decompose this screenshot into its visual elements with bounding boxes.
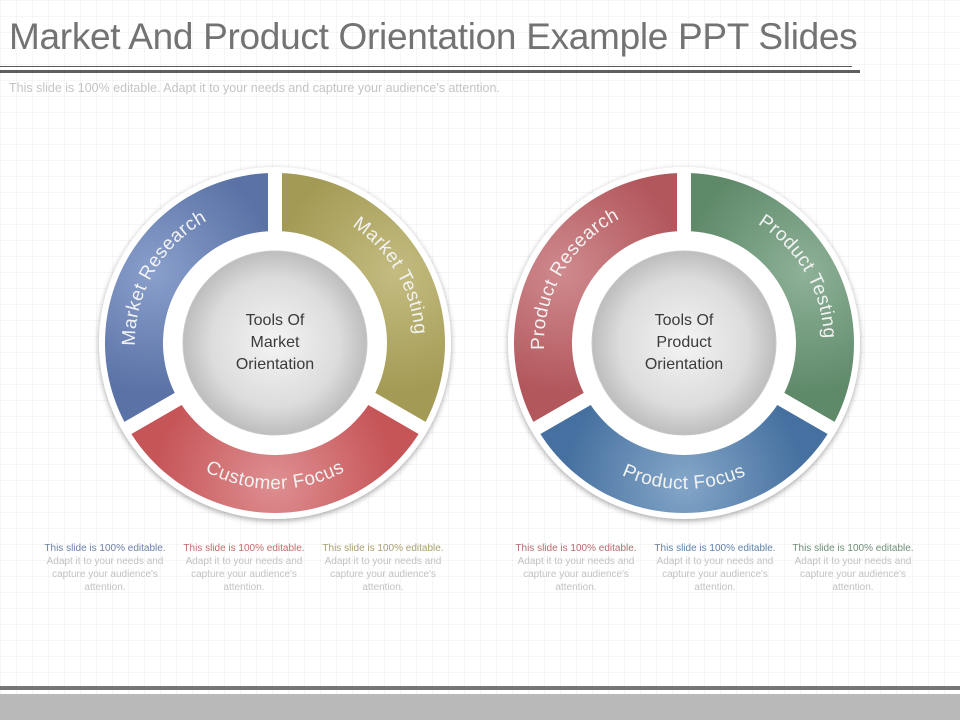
note-lead: This slide is 100% editable. — [183, 543, 305, 554]
center-line-1: Tools Of — [654, 312, 714, 329]
slide-title: Market And Product Orientation Example P… — [9, 16, 858, 57]
market-wheel-center-label: Tools Of Market Orientation — [185, 253, 365, 433]
segment-customer-focus — [131, 404, 419, 513]
note-product-focus: This slide is 100% editable. Adapt it to… — [654, 542, 776, 594]
center-line-3: Orientation — [235, 356, 315, 373]
center-line-3: Orientation — [644, 356, 724, 373]
note-product-research: This slide is 100% editable. Adapt it to… — [515, 542, 637, 594]
note-body: Adapt it to your needs and capture your … — [324, 556, 442, 593]
note-market-research: This slide is 100% editable. Adapt it to… — [44, 542, 166, 594]
center-line-2: Market — [250, 334, 300, 351]
wheel-center-disk — [182, 250, 368, 436]
note-lead: This slide is 100% editable. — [44, 543, 166, 554]
note-body: Adapt it to your needs and capture your … — [185, 556, 303, 593]
note-body: Adapt it to your needs and capture your … — [794, 556, 912, 593]
title-divider-thin — [0, 66, 852, 67]
title-divider-thick — [0, 70, 860, 73]
wheel-center-disk — [591, 250, 777, 436]
footer-bar — [0, 694, 960, 720]
center-line-1: Tools Of — [245, 312, 305, 329]
note-customer-focus: This slide is 100% editable. Adapt it to… — [183, 542, 305, 594]
note-body: Adapt it to your needs and capture your … — [656, 556, 774, 593]
note-market-testing: This slide is 100% editable. Adapt it to… — [322, 542, 444, 594]
segment-product-focus — [540, 404, 828, 513]
segment-market-research — [105, 173, 269, 422]
segment-product-testing — [690, 173, 854, 422]
note-body: Adapt it to your needs and capture your … — [517, 556, 635, 593]
note-body: Adapt it to your needs and capture your … — [46, 556, 164, 593]
segment-product-research — [514, 173, 678, 422]
center-line-2: Product — [656, 334, 712, 351]
note-lead: This slide is 100% editable. — [654, 543, 776, 554]
footer-divider — [0, 686, 960, 690]
note-lead: This slide is 100% editable. — [792, 543, 914, 554]
slide-subtitle: This slide is 100% editable. Adapt it to… — [9, 81, 500, 95]
note-lead: This slide is 100% editable. — [515, 543, 637, 554]
note-lead: This slide is 100% editable. — [322, 543, 444, 554]
product-wheel-center-label: Tools Of Product Orientation — [594, 253, 774, 433]
note-product-testing: This slide is 100% editable. Adapt it to… — [792, 542, 914, 594]
segment-market-testing — [281, 173, 445, 422]
